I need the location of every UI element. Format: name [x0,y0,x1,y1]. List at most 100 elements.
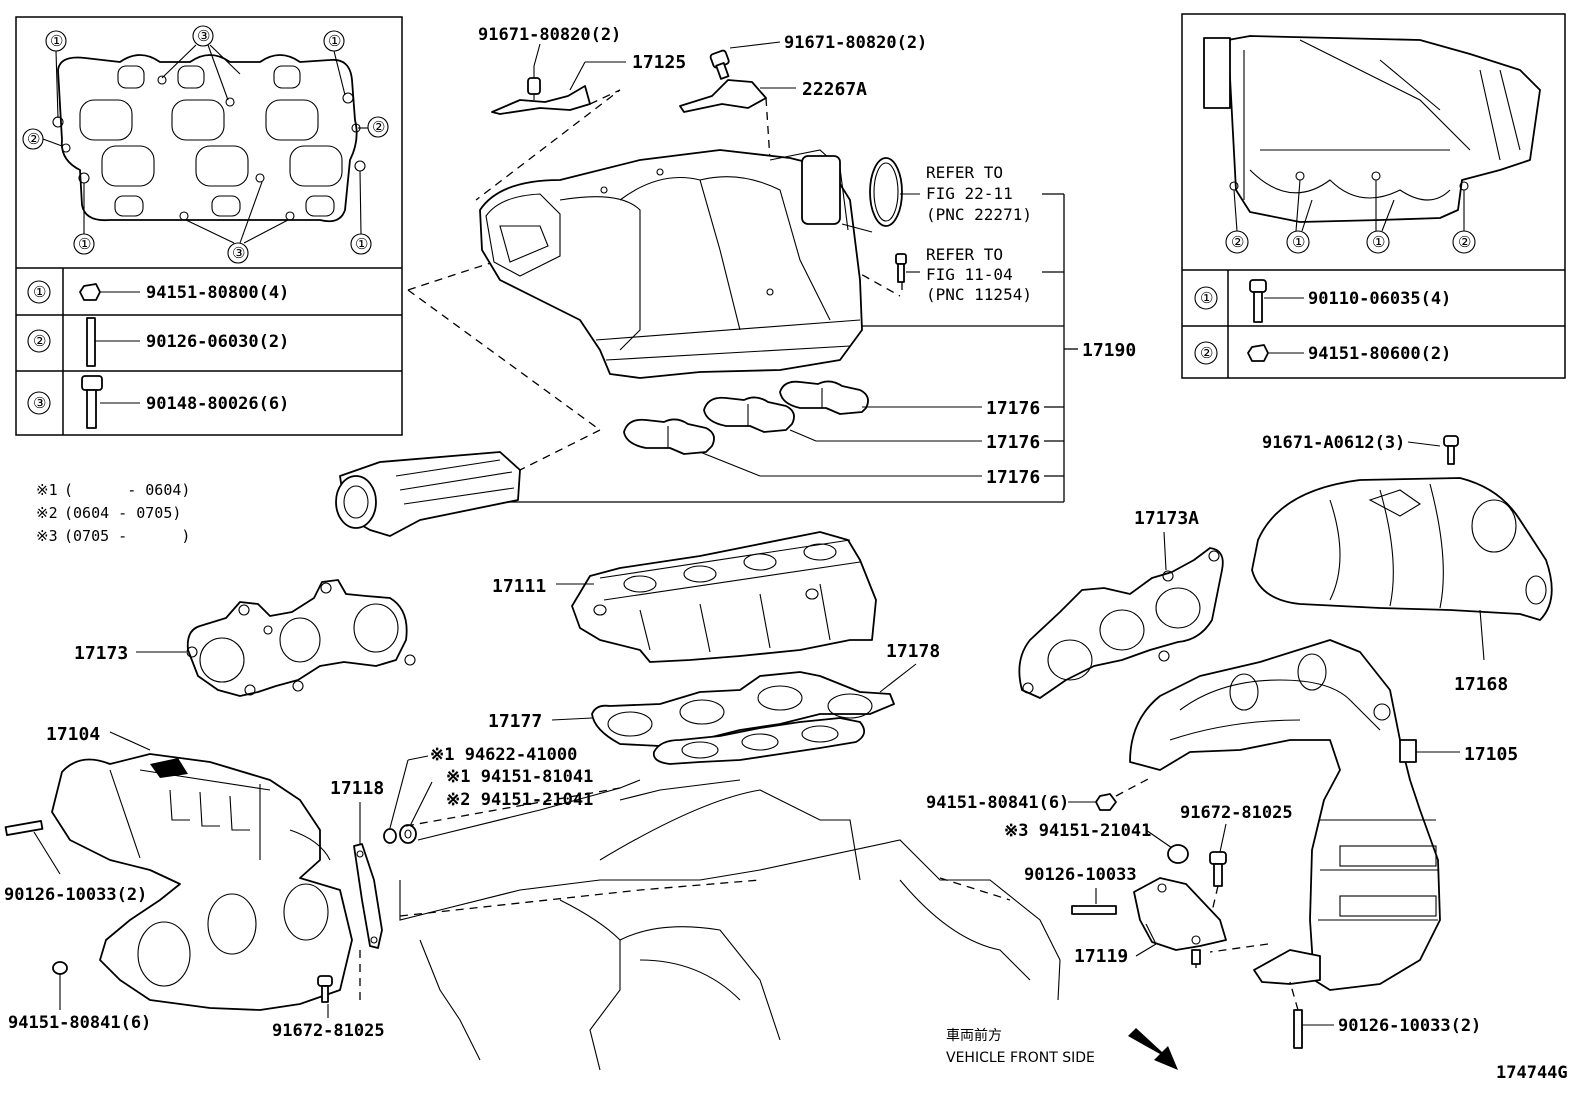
ref2-line1: REFER TO [926,245,1003,264]
label-17176-b: 17176 [986,432,1040,453]
marker-two: ② [372,118,385,136]
callout-markers: ① ③ ① ② ② ① ③ ① [22,25,389,264]
row-key: ③ [33,394,46,412]
label-17118: 17118 [330,778,384,799]
part-number: 90148-80026(6) [146,394,289,414]
part-number: 94151-80600(2) [1308,344,1451,364]
label-94622-41000: ※1 94622-41000 [430,745,577,765]
bracket-17125: 17125 91671-80820(2) [478,25,686,115]
gaskets-17177-17178: 17177 17178 [488,641,940,765]
label-90126-10033-br: 90126-10033(2) [1338,1016,1481,1036]
marker-one: ① [1372,233,1385,251]
label-91672-81025-r: 91672-81025 [1180,803,1293,823]
label-90126-10033-r: 90126-10033 [1024,865,1137,885]
right-inset: ② ① ① ② ① 90110-06035(4) ② 94151-80600(2… [1181,13,1566,379]
label-17111: 17111 [492,576,546,597]
label-17177: 17177 [488,711,542,732]
marker-two: ② [1458,233,1471,251]
marker-one: ① [328,32,341,50]
row-key: ② [1200,344,1213,362]
ref2-line2: FIG 11-04 [926,265,1013,284]
row-key: ② [33,332,46,350]
note-mark: ※3 [36,527,58,545]
label-17104: 17104 [46,724,100,745]
label-17173: 17173 [74,643,128,664]
heat-shield-inset-drawing [1203,35,1541,223]
refer-to-notes: REFER TO FIG 22-11 (PNC 22271) REFER TO … [900,163,1032,304]
marker-one: ① [78,235,91,253]
label-17125: 17125 [632,52,686,73]
marker-two: ② [27,130,40,148]
figure-id: 174744G [1496,1063,1568,1083]
label-90126-10033-l: 90126-10033(2) [4,885,147,905]
o-ring [869,157,903,227]
arrow-icon [1128,1028,1178,1070]
small-bolt [895,253,907,296]
fastener-table-right: ① 90110-06035(4) ② 94151-80600(2) [1194,279,1451,365]
ref2-line3: (PNC 11254) [926,285,1032,304]
note-mark: ※1 [36,481,58,499]
marker-three: ③ [232,244,245,262]
group-bracket-17190: 17190 [412,193,1136,503]
bolt-icon [81,375,103,429]
intake-gasket-drawing [52,54,366,223]
left-fasteners: 90126-10033(2) 94151-80841(6) 91672-8102… [4,820,385,1041]
bracket-22267A: 91671-80820(2) 22267A [679,33,927,113]
part-number: 90126-06030(2) [146,332,289,352]
heat-shield-17168: 91671-A0612(3) 17168 [1251,433,1553,695]
gaskets-17176: 17176 17176 17176 [623,380,1064,488]
ref1-line2: FIG 22-11 [926,184,1013,203]
nut-icon [79,283,101,301]
label-91672-81025-l: 91672-81025 [272,1021,385,1041]
direction-jp: 車両前方 [946,1027,1002,1044]
label-91671-A0612: 91671-A0612(3) [1262,433,1405,453]
label-17173A: 17173A [1134,508,1199,529]
part-number: 90110-06035(4) [1308,289,1451,309]
nut-icon [1247,344,1269,362]
ref1-line3: (PNC 22271) [926,205,1032,224]
intake-insert [335,451,521,537]
label-17168: 17168 [1454,674,1508,695]
row-key: ① [1200,289,1213,307]
label-17190: 17190 [1082,340,1136,361]
date-notes: ※1 ( - 0604) ※2 (0604 - 0705) ※3 (0705 -… [36,481,190,545]
exhaust-manifold-17105: 17105 [1129,639,1518,991]
label-91671-80820-a: 91671-80820(2) [478,25,621,45]
note-range: (0705 - ) [64,527,190,545]
stay-17118: 17118 ※1 94622-41000 ※1 94151-81041 ※2 9… [330,745,593,1000]
label-17178: 17178 [886,641,940,662]
stud-icon [86,317,96,367]
marker-one: ① [1292,233,1305,251]
marker-one: ① [355,235,368,253]
label-94151-81041: ※1 94151-81041 [446,767,593,787]
label-91671-80820-b: 91671-80820(2) [784,33,927,53]
exhaust-manifold-17104: 17104 [46,724,353,1011]
stud-br: 90126-10033(2) [1289,981,1481,1049]
label-17105: 17105 [1464,744,1518,765]
intake-manifold-17190 [479,149,873,379]
label-17176-c: 17176 [986,467,1040,488]
label-17119: 17119 [1074,946,1128,967]
right-fasteners: 94151-80841(6) ※3 94151-21041 91672-8102… [926,777,1293,921]
direction-en: VEHICLE FRONT SIDE [946,1050,1095,1066]
note-range: ( - 0604) [64,481,190,499]
vehicle-front-indicator: 車両前方 VEHICLE FRONT SIDE [946,1027,1178,1070]
part-number: 94151-80800(4) [146,283,289,303]
row-key: ① [33,283,46,301]
marker-two: ② [1231,233,1244,251]
engine-outline [399,779,1061,1071]
left-inset: ① ③ ① ② ② ① ③ ① [15,16,403,436]
bolt-icon [1249,279,1267,323]
intake-plenum-17111: 17111 [492,531,877,663]
label-94151-21041-a: ※2 94151-21041 [446,790,593,810]
note-mark: ※2 [36,504,58,522]
label-22267A: 22267A [802,79,867,100]
ref1-line1: REFER TO [926,163,1003,182]
gasket-17173: 17173 [74,579,416,697]
label-94151-21041-b: ※3 94151-21041 [1004,821,1151,841]
marker-one: ① [50,32,63,50]
marker-three: ③ [197,27,210,45]
gasket-17173A: 17173A [1018,508,1224,699]
label-94151-80841-l: 94151-80841(6) [8,1013,151,1033]
